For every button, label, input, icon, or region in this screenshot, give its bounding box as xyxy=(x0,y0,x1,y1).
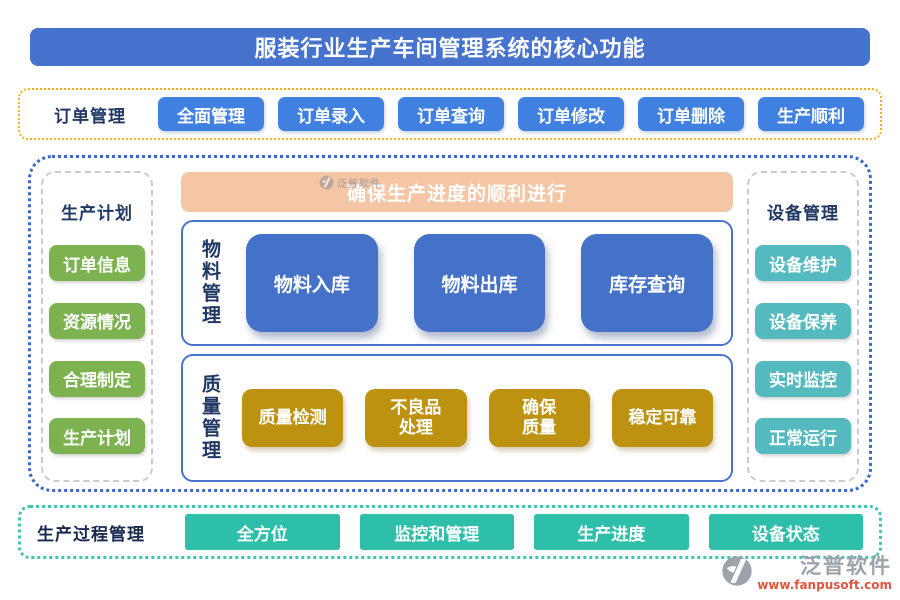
process-section-label: 生产过程管理 xyxy=(37,524,145,545)
banner-watermark-text: 泛普软件 xyxy=(337,179,381,190)
plan-chip-resource-status: 资源情况 xyxy=(49,302,145,339)
core-functions-panel: 生产计划 订单信息 资源情况 合理制定 生产计划 泛普软件 确保生产进度的顺利进… xyxy=(28,155,872,492)
equipment-section-label: 设备管理 xyxy=(767,203,839,224)
quality-buttons: 质量检测 不良品 处理 确保 质量 稳定可靠 xyxy=(242,389,713,447)
progress-banner: 泛普软件 确保生产进度的顺利进行 xyxy=(181,172,733,212)
order-chip-order-query: 订单查询 xyxy=(398,97,504,131)
equipment-chip-realtime-monitoring: 实时监控 xyxy=(755,360,851,397)
banner-watermark: 泛普软件 xyxy=(319,175,381,190)
fanpu-logo-icon xyxy=(319,175,334,190)
brand-name: 泛普软件 xyxy=(800,553,892,578)
quality-chip-stable-reliable: 稳定可靠 xyxy=(611,389,713,447)
material-chip-outbound: 物料出库 xyxy=(413,234,546,332)
order-management-section: 订单管理 全面管理 订单录入 订单查询 订单修改 订单删除 生产顺利 xyxy=(18,88,882,140)
process-chip-monitor-manage: 监控和管理 xyxy=(359,514,514,550)
production-plan-panel: 生产计划 订单信息 资源情况 合理制定 生产计划 xyxy=(41,171,153,482)
equipment-chip-upkeep: 设备保养 xyxy=(755,302,851,339)
equipment-chip-normal-operation: 正常运行 xyxy=(755,418,851,455)
quality-chip-defect-handling: 不良品 处理 xyxy=(365,389,467,447)
material-chip-inventory-query: 库存查询 xyxy=(581,234,714,332)
process-management-section: 生产过程管理 全方位 监控和管理 生产进度 设备状态 xyxy=(18,505,882,559)
quality-management-section: 质量管理 质量检测 不良品 处理 确保 质量 稳定可靠 xyxy=(181,354,733,482)
order-chip-full-management: 全面管理 xyxy=(158,97,264,131)
page-title: 服装行业生产车间管理系统的核心功能 xyxy=(30,28,870,66)
brand-watermark: 泛普软件 www.fanpusoft.com xyxy=(721,553,892,592)
brand-url: www.fanpusoft.com xyxy=(757,578,892,592)
equipment-chip-maintenance: 设备维护 xyxy=(755,245,851,282)
equipment-management-panel: 设备管理 设备维护 设备保养 实时监控 正常运行 xyxy=(747,171,859,482)
process-chip-all-round: 全方位 xyxy=(185,514,340,550)
center-column: 泛普软件 确保生产进度的顺利进行 物料管理 物料入库 物料出库 库存查询 质量管… xyxy=(181,172,733,482)
order-chip-order-delete: 订单删除 xyxy=(638,97,744,131)
quality-section-label: 质量管理 xyxy=(199,374,221,462)
order-section-label: 订单管理 xyxy=(54,106,126,127)
order-chip-order-entry: 订单录入 xyxy=(278,97,384,131)
plan-chip-reasonable-planning: 合理制定 xyxy=(49,360,145,397)
brand-text: 泛普软件 www.fanpusoft.com xyxy=(757,553,892,592)
material-buttons: 物料入库 物料出库 库存查询 xyxy=(246,234,714,332)
material-section-label: 物料管理 xyxy=(199,239,221,327)
process-chip-production-progress: 生产进度 xyxy=(534,514,689,550)
plan-chip-production-plan: 生产计划 xyxy=(49,418,145,455)
quality-chip-ensure-quality: 确保 质量 xyxy=(488,389,590,447)
fanpu-logo-icon xyxy=(722,556,752,586)
order-chip-order-modify: 订单修改 xyxy=(518,97,624,131)
material-chip-inbound: 物料入库 xyxy=(246,234,378,332)
production-plan-label: 生产计划 xyxy=(61,203,133,224)
quality-chip-inspection: 质量检测 xyxy=(242,389,344,447)
progress-banner-text: 确保生产进度的顺利进行 xyxy=(346,182,567,205)
material-management-section: 物料管理 物料入库 物料出库 库存查询 xyxy=(181,220,733,346)
plan-chip-order-info: 订单信息 xyxy=(49,245,145,282)
order-chip-smooth-production: 生产顺利 xyxy=(758,97,864,131)
process-chip-equipment-status: 设备状态 xyxy=(708,514,863,550)
